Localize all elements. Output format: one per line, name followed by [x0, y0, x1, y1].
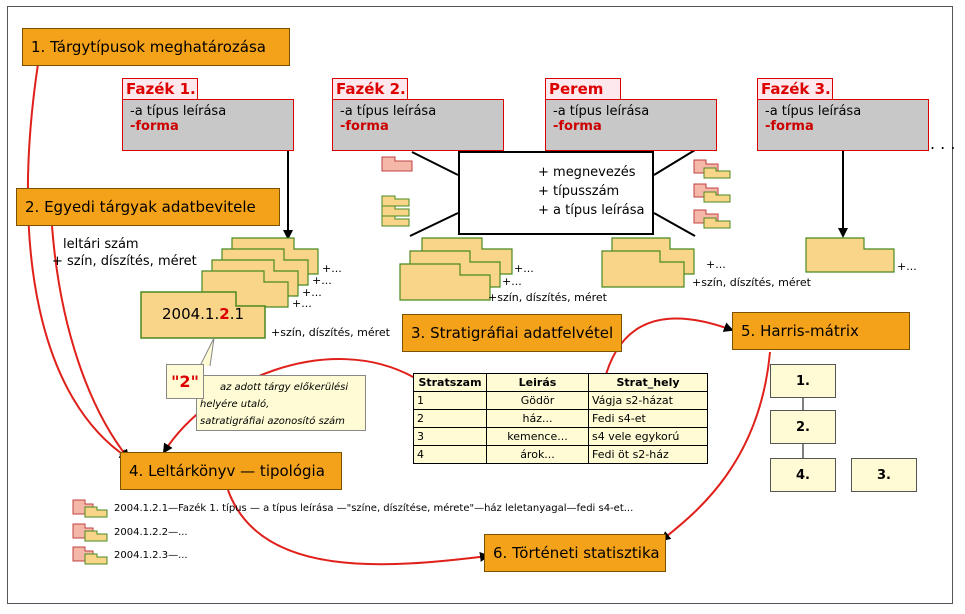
inventory-record: 2004.1.2.1—Fazék 1. típus — a típus leír… — [114, 503, 634, 514]
type-2-form: -forma — [340, 119, 389, 134]
inventory-record: 2004.1.2.3—... — [114, 550, 188, 561]
table-cell: Gödör — [486, 391, 589, 410]
type-3-form: -forma — [553, 119, 602, 134]
attr-line-lr — [653, 212, 696, 237]
stratigraphy-table: Stratszam Leirás Strat_hely 1 Gödör Vágj… — [413, 373, 708, 464]
card-stack-3 — [601, 237, 695, 288]
step-1-box: 1. Tárgytípusok meghatározása — [22, 28, 290, 66]
table-cell: 4 — [413, 445, 487, 464]
callout-line3: satratigráfiai azonosító szám — [200, 416, 345, 427]
arrow-step5-to-step6 — [660, 351, 771, 542]
inventory-highlight: 2 — [219, 304, 230, 323]
plus-label: +... — [322, 262, 342, 275]
callout-note: az adott tárgy előkerülési helyére utaló… — [196, 375, 366, 431]
harris-node-4: 4. — [770, 458, 836, 492]
diagram-frame — [7, 6, 953, 604]
card-stack-2 — [399, 237, 513, 301]
inventory-prefix: 2004.1. — [161, 304, 220, 323]
table-cell: s4 vele egykorú — [588, 427, 708, 446]
type-1-form: -forma — [130, 119, 179, 134]
callout-tag: "2" — [166, 364, 204, 399]
callout-line1: az adott tárgy előkerülési — [220, 382, 349, 393]
more-types-ellipsis: . . . — [930, 134, 956, 153]
table-row: 2 ház... Fedi s4-et — [413, 409, 708, 428]
input-note: leltári szám + szín, díszítés, méret — [52, 236, 197, 270]
plus-attrs-label: +szín, díszítés, méret — [271, 326, 390, 339]
harris-node-1: 1. — [770, 364, 836, 398]
table-row: 4 árok... Fedi öt s2-ház — [413, 445, 708, 464]
type-3-box: -a típus leírása -forma — [545, 99, 717, 151]
harris-node-3: 3. — [851, 458, 917, 492]
attribute-item: + megnevezés — [538, 165, 636, 180]
arrow-table-to-step4 — [162, 358, 416, 454]
plus-label: +... — [514, 262, 534, 275]
table-row: 3 kemence... s4 vele egykorú — [413, 427, 708, 446]
plus-attrs-label: +szín, díszítés, méret — [488, 291, 607, 304]
table-row: 1 Gödör Vágja s2-házat — [413, 391, 708, 410]
plus-label: +... — [312, 274, 332, 287]
plus-label: +... — [897, 260, 917, 273]
harris-node-2: 2. — [770, 410, 836, 444]
column-header: Strat_hely — [588, 373, 708, 392]
table-cell: ház... — [486, 409, 589, 428]
step-5-box: 5. Harris-mátrix — [732, 312, 910, 350]
inventory-suffix: .1 — [229, 304, 244, 323]
type-2-name: Fazék 2. — [332, 78, 408, 100]
step-3-box: 3. Stratigráfiai adatfelvétel — [402, 314, 622, 352]
arrow-step4-to-step6 — [227, 489, 490, 566]
type-2-desc: -a típus leírása — [340, 104, 437, 119]
table-cell: Fedi s4-et — [588, 409, 708, 428]
table-cell: árok... — [486, 445, 589, 464]
column-header: Stratszam — [413, 373, 487, 392]
inventory-number: 2004.1.2.1 — [141, 292, 265, 335]
plus-label: +... — [302, 286, 322, 299]
type-attribute-box — [458, 151, 654, 235]
table-cell: 2 — [413, 409, 487, 428]
type-1-box: -a típus leírása -forma — [122, 99, 294, 151]
arrow-step2-to-step4 — [51, 225, 130, 460]
table-cell: Vágja s2-házat — [588, 391, 708, 410]
step-4-box: 4. Leltárkönyv — tipológia — [120, 452, 342, 490]
input-note-line1: leltári szám — [63, 237, 139, 252]
card-stack-1 — [140, 237, 319, 339]
input-note-line2: + szín, díszítés, méret — [52, 254, 197, 269]
step-6-box: 6. Történeti statisztika — [484, 534, 666, 572]
plus-label: +... — [292, 297, 312, 310]
table-cell: 3 — [413, 427, 487, 446]
table-cell: 1 — [413, 391, 487, 410]
type-2-box: -a típus leírása -forma — [332, 99, 504, 151]
table-header-row: Stratszam Leirás Strat_hely — [413, 373, 708, 392]
table-cell: Fedi öt s2-ház — [588, 445, 708, 464]
small-card-group-2 — [381, 156, 413, 227]
type-1-desc: -a típus leírása — [130, 104, 227, 119]
record-icons — [72, 499, 108, 565]
attr-line-ll — [409, 212, 459, 237]
card-single-4 — [805, 237, 895, 273]
attribute-item: + a típus leírása — [538, 203, 645, 218]
plus-label: +... — [706, 258, 726, 271]
type-4-name: Fazék 3. — [757, 78, 833, 100]
plus-label: +... — [502, 275, 522, 288]
type-4-desc: -a típus leírása — [765, 104, 862, 119]
plus-attrs-label: +szín, díszítés, méret — [692, 276, 811, 289]
attribute-item: + típusszám — [538, 184, 620, 199]
type-4-form: -forma — [765, 119, 814, 134]
callout-pointer — [199, 337, 215, 367]
attr-line-ul — [411, 151, 459, 176]
attr-line-ur — [653, 149, 696, 176]
arrow-step1-to-step4 — [26, 63, 130, 460]
column-header: Leirás — [486, 373, 589, 392]
step-2-box: 2. Egyedi tárgyak adatbevitele — [16, 188, 280, 226]
table-cell: kemence... — [486, 427, 589, 446]
small-card-group-3 — [693, 159, 731, 229]
type-3-desc: -a típus leírása — [553, 104, 650, 119]
type-3-name: Perem 1. — [545, 78, 621, 119]
type-1-name: Fazék 1. — [122, 78, 198, 100]
attribute-list: + megnevezés + típusszám + a típus leírá… — [538, 163, 645, 220]
inventory-record: 2004.1.2.2—... — [114, 527, 188, 538]
callout-line2: helyére utaló, — [200, 399, 270, 410]
type-4-box: -a típus leírása -forma — [757, 99, 929, 151]
